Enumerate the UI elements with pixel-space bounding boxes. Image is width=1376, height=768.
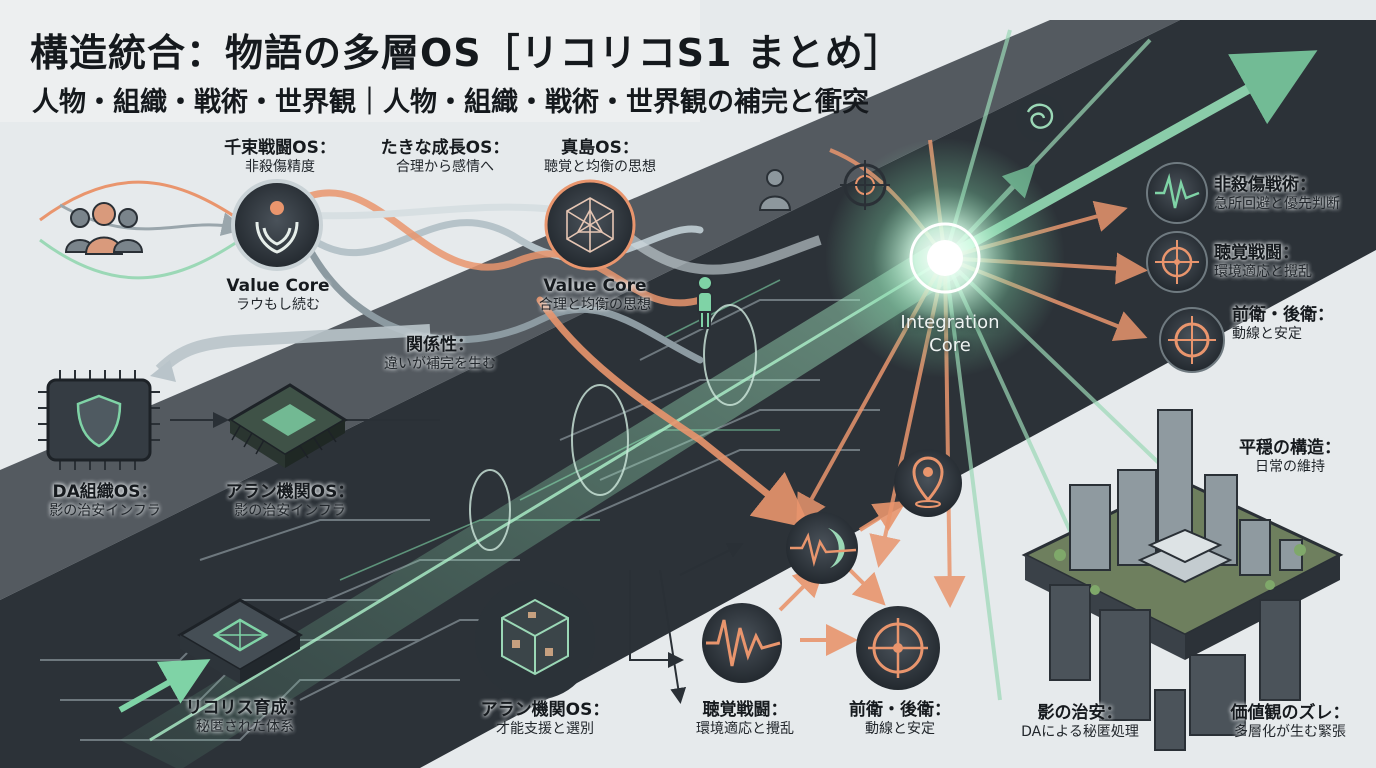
label-sub: 影の治安インフラ	[49, 503, 161, 520]
swirl-icon	[1016, 94, 1064, 142]
label-sub: 影の治安インフラ	[234, 503, 346, 520]
label-sub: 環境適応と攪乱	[696, 721, 794, 738]
people-group-icon	[64, 202, 144, 255]
label-takina-os: たきな成長OS： 合理から感情へ	[360, 138, 530, 177]
label-sub: 動線と安定	[865, 721, 935, 738]
label-vanguard-right: 前衛・後衛： 動線と安定	[1232, 305, 1362, 344]
label-lycoris: リコリス育成： 秘匿された体系	[165, 698, 325, 737]
waveform-icon	[702, 603, 782, 683]
label-nonlethal-right: 非殺傷戦術： 急所回避と優先判断	[1214, 175, 1374, 214]
label-hearing-lower: 聴覚戦闘： 環境適応と攪乱	[670, 700, 820, 739]
label-sub: 日常の維持	[1255, 459, 1325, 476]
label-line1: Integration	[900, 312, 1000, 333]
label-sub: 急所回避と優先判断	[1214, 196, 1340, 213]
page-title: 構造統合：物語の多層OS［リコリコS1 まとめ］	[30, 31, 903, 75]
label-sub: 動線と安定	[1232, 326, 1302, 343]
label-title: リコリス育成：	[185, 698, 305, 718]
label-alan-lower: アラン機関OS： 才能支援と選別	[460, 700, 630, 739]
label-peace: 平穏の構造： 日常の維持	[1215, 438, 1365, 477]
relationship-strands	[296, 189, 811, 529]
label-title: Value Core	[543, 276, 647, 296]
label-title: たきな成長OS：	[380, 138, 510, 158]
flame-hands-icon	[255, 201, 299, 254]
cube-network-icon	[475, 580, 595, 700]
label-title: 非殺傷戦術：	[1214, 175, 1316, 195]
majima-os-node	[544, 179, 636, 271]
label-line2: Core	[929, 334, 971, 356]
location-pin-icon	[894, 449, 962, 517]
crosshair-icon	[856, 606, 940, 690]
label-sub: 多層化が生む緊張	[1234, 724, 1346, 741]
label-integration-core: Integration Core	[880, 312, 1020, 357]
label-title: 価値観のズレ：	[1230, 703, 1350, 723]
label-title: 千束戦闘OS：	[224, 138, 336, 158]
label-title: 前衛・後衛：	[849, 700, 951, 720]
shield-chip-icon	[38, 370, 160, 470]
label-da-org: DA組織OS： 影の治安インフラ	[35, 482, 175, 521]
standing-figure-icon	[697, 275, 713, 329]
label-title: アラン機関OS：	[480, 700, 610, 720]
label-sub: 違いが補完を生む	[384, 356, 496, 373]
label-title: Value Core	[226, 276, 330, 296]
chisato-os-node	[231, 179, 323, 271]
label-sub: ラウもし続む	[236, 297, 320, 314]
label-title: DA組織OS：	[52, 482, 158, 502]
label-sub: 環境適応と攪乱	[1214, 264, 1312, 281]
crosshair-icon	[1146, 231, 1208, 293]
label-sub: 合理と均衡の思想	[539, 297, 651, 314]
label-shadow: 影の治安： DAによる秘匿処理	[1000, 703, 1160, 742]
circuit-chip-icon	[177, 598, 303, 684]
label-sub: DAによる秘匿処理	[1021, 724, 1139, 741]
page-subtitle: 人物・組織・戦術・世界観｜人物・組織・戦術・世界観の補完と衝突	[32, 87, 869, 118]
label-relationship: 関係性： 違いが補完を生む	[355, 335, 525, 374]
label-majima-os: 真島OS： 聴覚と均衡の思想	[510, 138, 690, 177]
crosshair-icon	[840, 160, 890, 210]
circuit-chip-icon	[227, 383, 348, 468]
label-title: 真島OS：	[561, 138, 639, 158]
label-vanguard-lower: 前衛・後衛： 動線と安定	[830, 700, 970, 739]
label-values-gap: 価値観のズレ： 多層化が生む緊張	[1210, 703, 1370, 742]
waveform-icon	[1146, 162, 1208, 224]
isometric-city	[1021, 409, 1344, 751]
label-title: アラン機関OS：	[225, 482, 355, 502]
geodesic-shape-icon	[566, 197, 614, 253]
label-title: 聴覚戦闘：	[702, 700, 788, 720]
label-chisato-os: 千束戦闘OS： 非殺傷精度	[200, 138, 360, 177]
label-title: 影の治安：	[1037, 703, 1123, 723]
waveform-icon	[786, 512, 858, 584]
label-title: 聴覚戦闘：	[1214, 243, 1299, 263]
crosshair-icon	[1159, 307, 1225, 373]
label-title: 平穏の構造：	[1239, 438, 1341, 458]
label-title: 関係性：	[406, 335, 474, 355]
label-sub: 聴覚と均衡の思想	[544, 159, 656, 176]
label-hearing-right: 聴覚戦闘： 環境適応と攪乱	[1214, 243, 1364, 282]
label-sub: 非殺傷精度	[245, 159, 315, 176]
label-alan-upper: アラン機関OS： 影の治安インフラ	[205, 482, 375, 521]
label-sub: 才能支援と選別	[496, 721, 594, 738]
label-title: 前衛・後衛：	[1232, 305, 1334, 325]
label-sub: 秘匿された体系	[196, 719, 294, 736]
label-value-core-right: Value Core 合理と均衡の思想	[510, 276, 680, 315]
label-value-core-left: Value Core ラウもし続む	[200, 276, 356, 315]
label-sub: 合理から感情へ	[396, 159, 494, 176]
person-icon	[758, 169, 792, 211]
